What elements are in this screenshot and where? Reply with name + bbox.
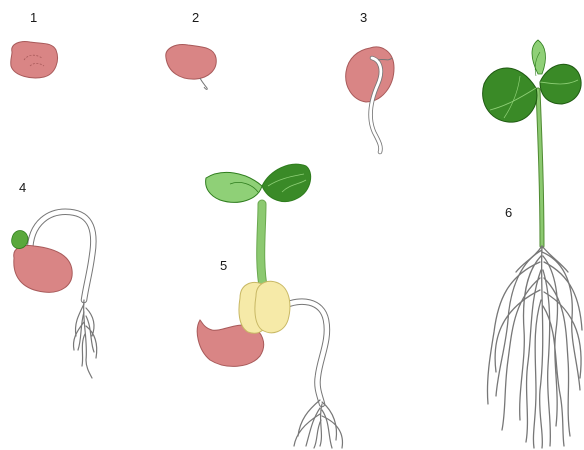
stage-1-label: 1 — [30, 10, 37, 25]
stage-1-seed — [11, 41, 58, 77]
stage-6-plant — [483, 40, 582, 448]
stage-3-seed — [346, 47, 394, 152]
stage-5-seedling — [197, 164, 342, 448]
stage-2-label: 2 — [192, 10, 199, 25]
stage-5-label: 5 — [220, 258, 227, 273]
stage-2-seed — [166, 45, 216, 90]
stage-3-label: 3 — [360, 10, 367, 25]
stage-6-label: 6 — [505, 205, 512, 220]
stage-4-seedling — [12, 212, 97, 378]
stage-4-label: 4 — [19, 180, 26, 195]
